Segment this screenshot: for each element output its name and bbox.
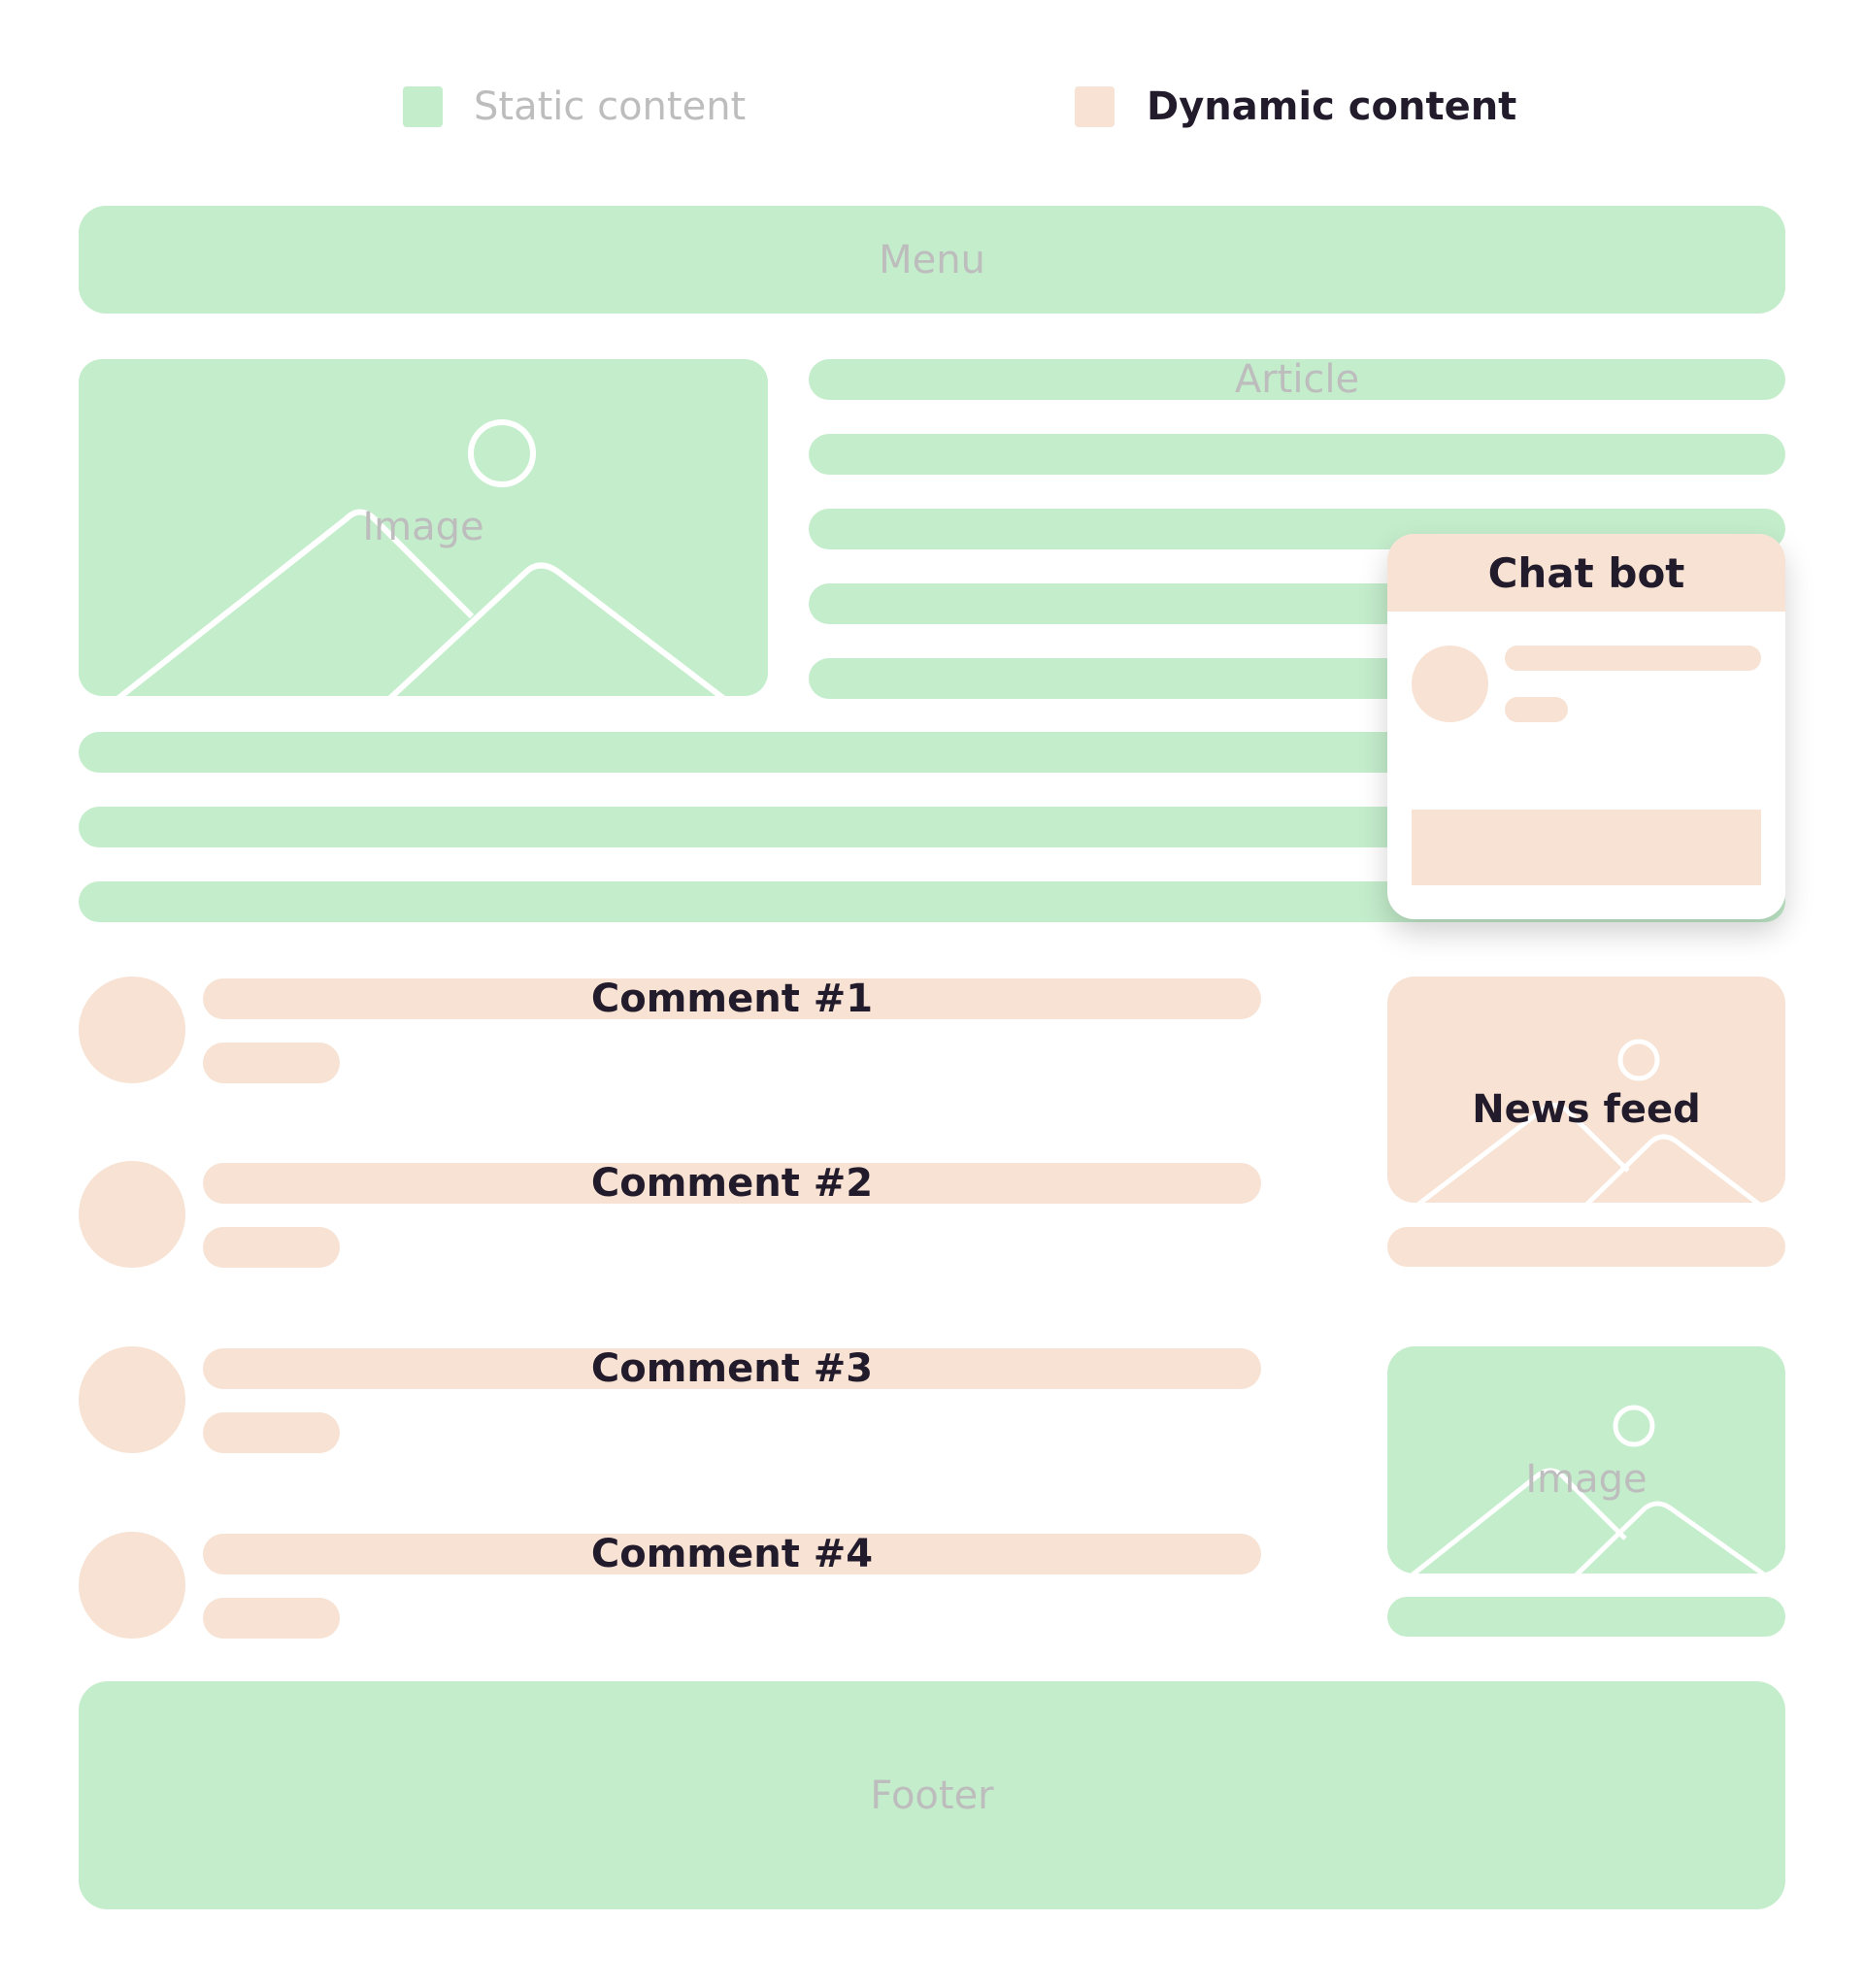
comment-avatar (79, 1346, 185, 1453)
news-feed[interactable]: News feed (1387, 977, 1785, 1203)
article-line: Article (809, 359, 1785, 400)
comment-meta-bar (203, 1598, 340, 1639)
comment-title-bar: Comment #3 (203, 1348, 1261, 1389)
comment-avatar (79, 977, 185, 1083)
comment-label: Comment #2 (590, 1161, 874, 1206)
comment-title-bar: Comment #2 (203, 1163, 1261, 1204)
chat-bot-avatar (1412, 646, 1488, 722)
news-feed-label: News feed (1472, 1087, 1701, 1132)
comment-meta-bar (203, 1227, 340, 1268)
comment-meta-bar (203, 1043, 340, 1083)
comment-meta-bar (203, 1412, 340, 1453)
comment-item: Comment #1 (79, 977, 1263, 1083)
side-image: Image (1387, 1346, 1785, 1574)
hero-image-label: Image (362, 505, 484, 549)
hero-image: Image (79, 359, 768, 696)
comment-label: Comment #1 (590, 977, 874, 1021)
comment-avatar (79, 1532, 185, 1639)
image-placeholder-icon (116, 419, 726, 696)
comment-item: Comment #4 (79, 1532, 1263, 1639)
image-placeholder-icon (1416, 1039, 1761, 1203)
article-line (809, 434, 1785, 475)
legend-static-label: Static content (474, 84, 747, 129)
comment-label: Comment #4 (590, 1532, 874, 1576)
comment-avatar (79, 1161, 185, 1268)
comment-item: Comment #3 (79, 1346, 1263, 1453)
side-image-caption-bar (1387, 1597, 1785, 1637)
menu-bar[interactable]: Menu (79, 206, 1785, 314)
chat-message-line (1505, 697, 1568, 722)
comment-item: Comment #2 (79, 1161, 1263, 1268)
image-placeholder-icon (1410, 1405, 1767, 1574)
comment-title-bar: Comment #4 (203, 1534, 1261, 1574)
chat-message-line (1505, 646, 1761, 671)
menu-label: Menu (879, 237, 985, 282)
news-feed-caption-bar (1387, 1227, 1785, 1267)
legend-dynamic-label: Dynamic content (1147, 84, 1517, 129)
side-image-label: Image (1525, 1457, 1648, 1502)
comment-title-bar: Comment #1 (203, 978, 1261, 1019)
legend-static-swatch (403, 86, 443, 127)
chat-input-field[interactable] (1412, 810, 1761, 885)
chat-bot-header: Chat bot (1387, 534, 1785, 612)
chat-bot-widget[interactable]: Chat bot (1387, 534, 1785, 919)
footer-label: Footer (870, 1773, 994, 1818)
legend-dynamic-swatch (1075, 86, 1115, 127)
article-label: Article (1234, 357, 1360, 402)
footer: Footer (79, 1681, 1785, 1909)
chat-bot-title: Chat bot (1487, 548, 1685, 597)
comment-label: Comment #3 (590, 1346, 874, 1391)
